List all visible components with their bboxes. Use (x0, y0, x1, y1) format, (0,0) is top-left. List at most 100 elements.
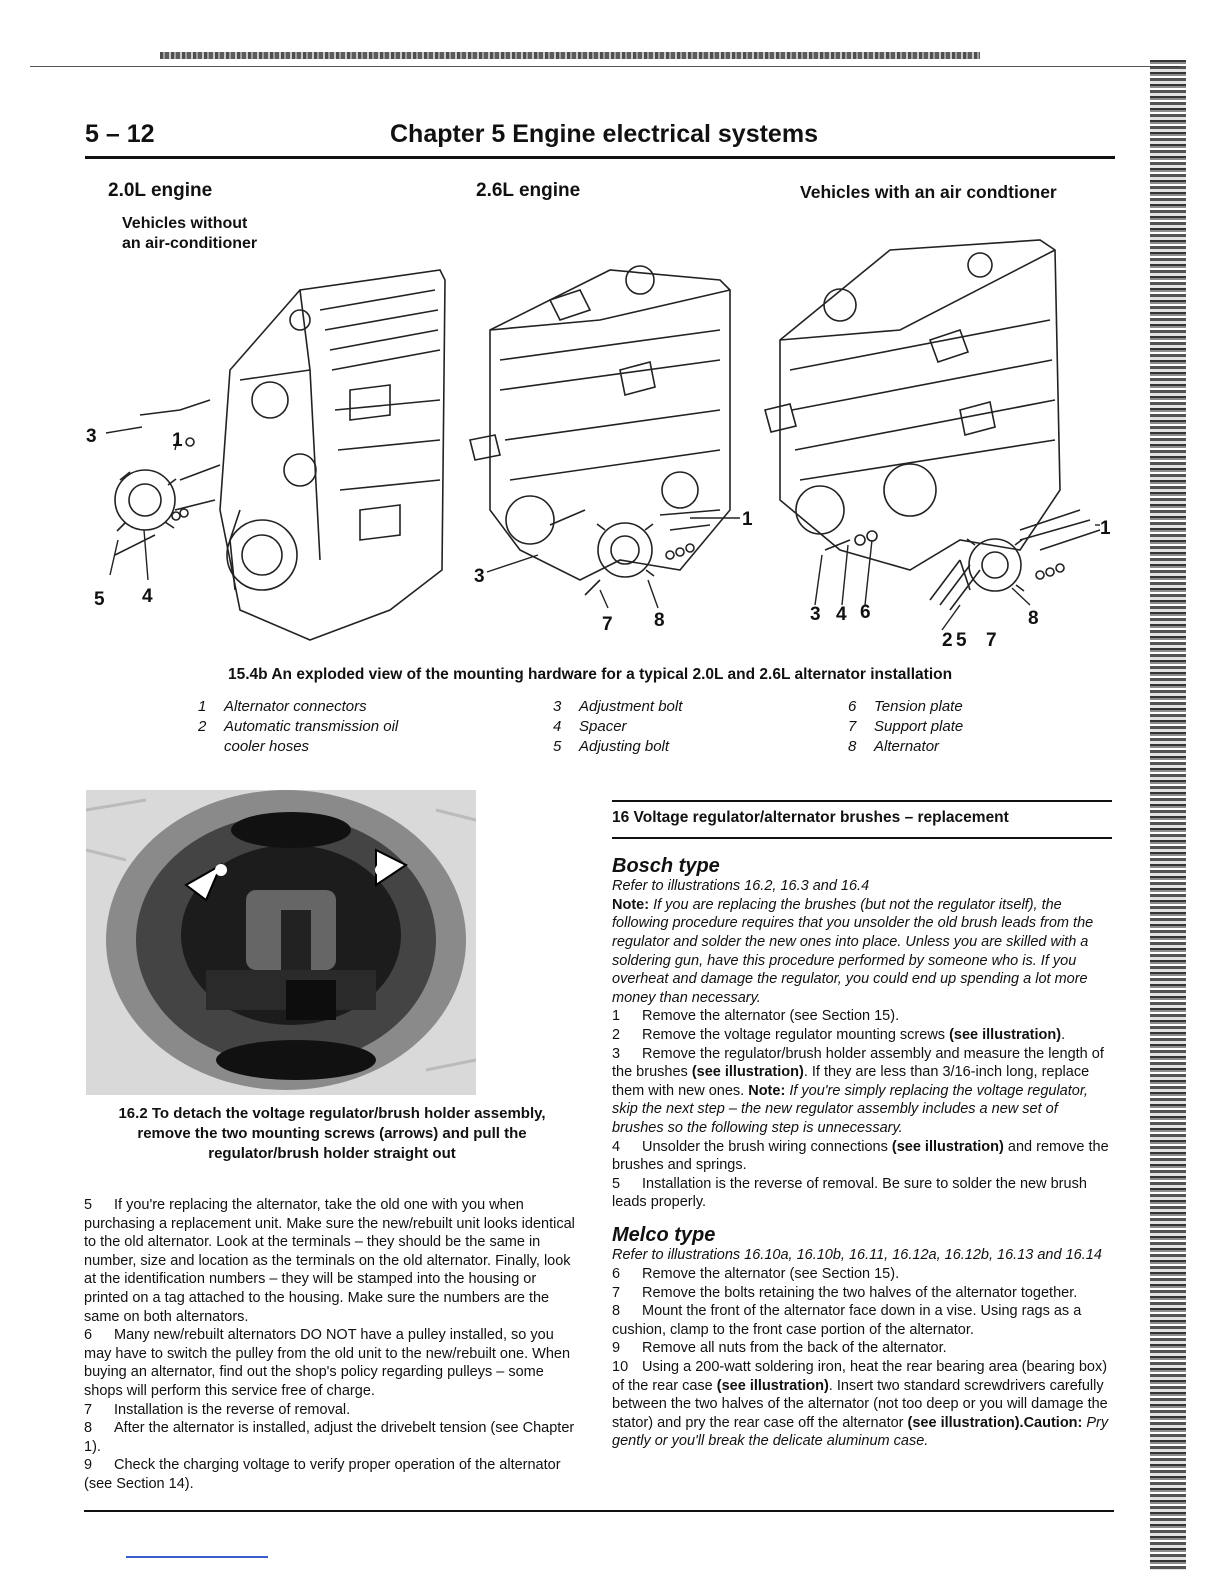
bosch-refer: Refer to illustrations 16.2, 16.3 and 16… (612, 878, 870, 895)
alternator-20 (114, 469, 177, 532)
paragraph-text: If you're replacing the alternator, take… (84, 1197, 575, 1325)
step-number: 1 (612, 1008, 621, 1025)
alternator-26 (596, 522, 655, 578)
step-text: Mount the front of the alternator face d… (612, 1303, 1082, 1338)
melco-heading: Melco type (612, 1223, 716, 1246)
legend-number: 3 (553, 698, 562, 715)
legend-number: 7 (848, 718, 857, 735)
step-number: 5 (612, 1175, 621, 1192)
bosch-heading: Bosch type (612, 854, 720, 877)
bosch-note: Note: If you are replacing the brushes (… (612, 896, 1112, 1008)
callout-26-1: 1 (742, 509, 753, 530)
engine-ac-label: Vehicles with an air condtioner (800, 182, 1057, 202)
step-text: . (1061, 1026, 1066, 1043)
melco-refer: Refer to illustrations 16.10a, 16.10b, 1… (612, 1247, 1102, 1264)
step-number: 3 (612, 1045, 621, 1062)
alternator-ac (966, 538, 1025, 592)
step-text: Remove the voltage regulator mounting sc… (642, 1026, 950, 1043)
see-illustration: (see illustration) (691, 1064, 804, 1081)
scan-line (30, 66, 1180, 67)
step-text: Remove the regulator/brush holder assemb… (612, 1045, 1104, 1081)
engine-26-drawing (469, 265, 731, 596)
step-text: Unsolder the brush wiring connections (642, 1138, 892, 1155)
legend-text: Alternator connectors (224, 698, 367, 715)
photo-caption: 16.2 To detach the voltage regulator/bru… (118, 1105, 546, 1162)
step-number: 8 (612, 1303, 621, 1320)
step-number: 4 (612, 1138, 621, 1155)
caution-label: Caution: (1023, 1414, 1083, 1431)
see-illustration: (see illustration) (891, 1138, 1004, 1155)
legend-item: 7 Support plate (848, 717, 1134, 737)
callout-20-4: 4 (142, 586, 153, 607)
engine-20-sublabel: Vehicles without an air-conditioner (122, 214, 257, 254)
legend-number: 5 (553, 738, 562, 755)
callout-ac-2: 2 (942, 630, 953, 651)
scan-edge-strip (1150, 60, 1186, 1570)
callout-ac-8: 8 (1028, 608, 1039, 629)
engine-exploded-view-figure: 3 1 5 4 1 3 7 8 1 3 4 6 8 2 5 7 (86, 239, 1111, 651)
callout-20-3: 3 (86, 426, 97, 447)
callout-leaders (105, 426, 1100, 631)
bottom-rule (84, 1510, 1114, 1512)
step: 6 Remove the alternator (see Section 15). (612, 1265, 1112, 1284)
arrow-icon (184, 862, 224, 902)
caution-text: Pry gently or you'll break the delicate … (612, 1414, 1109, 1450)
paragraph-number: 6 (84, 1327, 93, 1344)
paragraph-text: Many new/rebuilt alternators DO NOT have… (84, 1327, 571, 1399)
see-illustration: (see illustration). (907, 1414, 1024, 1431)
legend-item: cooler hoses (198, 737, 484, 757)
step-text: Using a 200-watt soldering iron, heat th… (612, 1359, 1108, 1394)
step-text: Installation is the reverse of removal. … (612, 1175, 1087, 1211)
see-illustration: (see illustration) (716, 1377, 829, 1394)
right-column: 16 Voltage regulator/alternator brushes … (612, 800, 1112, 1451)
legend-text: Support plate (874, 718, 964, 735)
see-illustration: (see illustration) (949, 1026, 1062, 1043)
step-text: Remove the alternator (see Section 15). (642, 1008, 900, 1025)
note-label: Note: (748, 1082, 786, 1099)
callout-26-8: 8 (654, 610, 665, 631)
callout-ac-1: 1 (1100, 518, 1111, 539)
paragraph-number: 5 (84, 1197, 93, 1213)
step-number: 6 (612, 1266, 621, 1283)
legend-text: Spacer (579, 718, 627, 735)
step-number: 10 (612, 1359, 629, 1376)
step-text: Remove all nuts from the back of the alt… (642, 1340, 947, 1357)
callout-26-3: 3 (474, 566, 485, 587)
step-text: Remove the alternator (see Section 15). (642, 1266, 900, 1283)
legend-text: Tension plate (874, 698, 963, 715)
callout-ac-3: 3 (810, 604, 821, 625)
page-number: 5 – 12 (85, 120, 155, 148)
callout-ac-4: 4 (836, 604, 847, 625)
scan-blue-mark (126, 1556, 268, 1558)
legend-text: Automatic transmission oil (224, 718, 399, 735)
step: 1 Remove the alternator (see Section 15). (612, 1007, 1112, 1026)
step: 4 Unsolder the brush wiring connections (… (612, 1138, 1112, 1175)
regulator-photo (86, 790, 476, 1095)
paragraph-number: 9 (84, 1457, 93, 1474)
legend-number (198, 737, 224, 757)
legend-text: Alternator (874, 738, 940, 755)
callout-20-1: 1 (172, 430, 183, 451)
callout-ac-6: 6 (860, 602, 871, 623)
legend-item: 8 Alternator (848, 737, 1134, 757)
figure-caption: 15.4b An exploded view of the mounting h… (228, 666, 953, 683)
legend-number: 8 (848, 738, 857, 755)
engine-20-sublabel-line: Vehicles without (122, 215, 248, 232)
step-text: . Insert two standard screwdrivers caref… (612, 1377, 1108, 1431)
note-text: If you are replacing the brushes (but no… (612, 896, 1094, 1006)
legend-text: Adjusting bolt (579, 738, 670, 755)
paragraph-text: Check the charging voltage to verify pro… (84, 1457, 561, 1492)
